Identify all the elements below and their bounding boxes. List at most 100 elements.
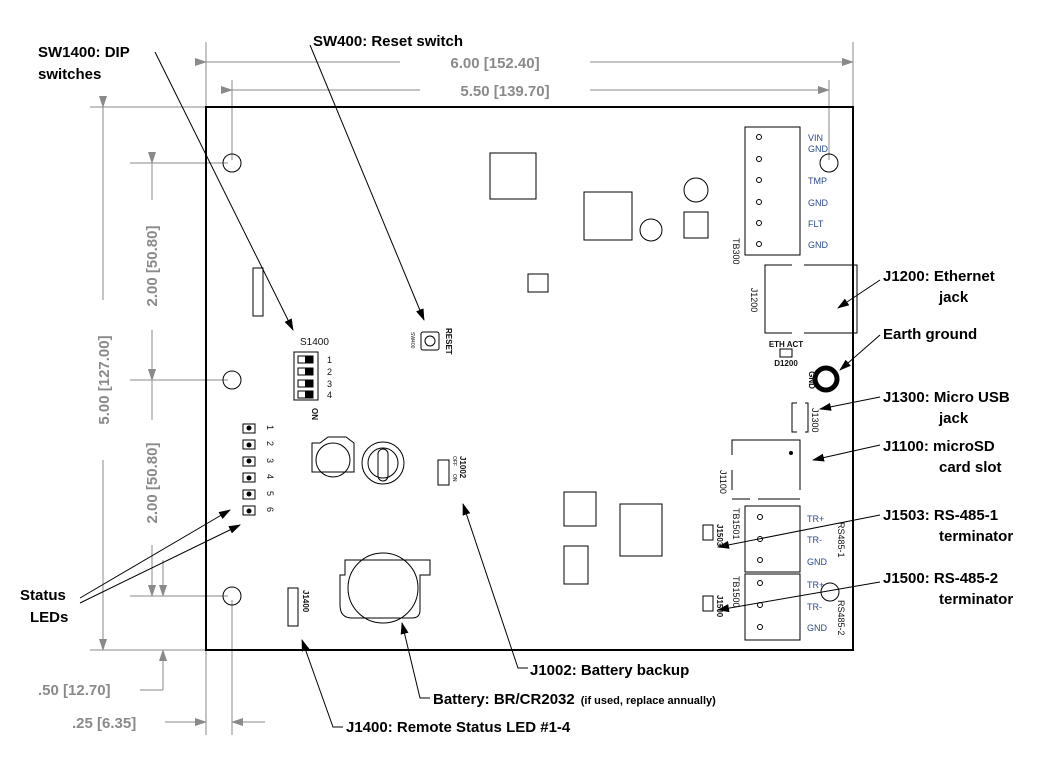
callout-arrows <box>79 44 881 728</box>
pin-tr-minus: TR- <box>807 535 822 545</box>
j1002-on: ON <box>451 474 457 482</box>
tb300-label: TB300 <box>731 238 741 265</box>
dim-hole-lower: 2.00 [50.80] <box>144 443 161 524</box>
callout-j1300: J1300: Micro USB <box>883 389 1010 406</box>
j1002-label: J1002 <box>458 456 467 479</box>
dip-1: 1 <box>327 355 332 365</box>
led-1: 1 <box>265 425 275 430</box>
battery-cell <box>347 552 419 624</box>
callout-sw1400: SW1400: DIP <box>38 44 130 61</box>
callout-j1002: J1002: Battery backup <box>530 662 689 679</box>
j1200-label: J1200 <box>749 288 759 313</box>
j1300-label: J1300 <box>810 408 820 433</box>
dip-toggles <box>297 355 314 399</box>
battery-label: Battery: BR/CR2032 <box>433 691 575 708</box>
eth-act-led <box>779 348 793 358</box>
pin-tr-minus: TR- <box>807 602 822 612</box>
pin-gnd: GND <box>808 198 829 208</box>
dim-width-total: 6.00 [152.40] <box>450 55 539 72</box>
callout-sw400: SW400: Reset switch <box>313 33 463 50</box>
slot-dot <box>789 451 793 455</box>
led-5: 5 <box>265 491 275 496</box>
pin-vin: VIN <box>808 133 823 143</box>
header-4pin <box>252 267 264 317</box>
inductor-core <box>315 442 351 478</box>
dimension-lines <box>90 42 854 735</box>
callout-j1503-line2: terminator <box>939 528 1013 545</box>
j1002-off: OFF <box>451 456 457 466</box>
battery-holder <box>339 559 431 619</box>
tb300-terminal-block <box>744 126 801 256</box>
tb300-pins <box>756 134 762 247</box>
d1200-label: D1200 <box>774 359 798 368</box>
callout-j1500: J1500: RS-485-2 <box>883 570 998 587</box>
pin-gnd: GND <box>808 144 829 154</box>
tb1500-label: TB1500 <box>731 576 741 608</box>
mounting-holes <box>222 153 840 606</box>
dip-on-label: ON <box>310 408 319 420</box>
buzzer <box>361 441 405 485</box>
pin-tmp: TMP <box>808 176 827 186</box>
pin-tr-plus: TR+ <box>807 580 824 590</box>
callout-j1503: J1503: RS-485-1 <box>883 507 998 524</box>
pin-gnd: GND <box>807 557 828 567</box>
callout-earth-ground: Earth ground <box>883 326 977 343</box>
pin-tr-plus: TR+ <box>807 514 824 524</box>
callout-status-leds-line2: LEDs <box>30 609 68 626</box>
sw400-label: SW400 <box>409 332 415 349</box>
led-4: 4 <box>265 474 275 479</box>
ic-components <box>489 152 709 585</box>
callout-j1200-line2: jack <box>938 289 969 306</box>
j1002-jumper <box>437 459 450 486</box>
buzzer-inner <box>367 447 399 479</box>
reset-button-circle <box>424 335 436 347</box>
rs485-2-label: RS485-2 <box>836 600 846 636</box>
j1503-jumper <box>702 524 714 541</box>
microsd-slot <box>731 439 801 500</box>
gnd-label: GND <box>807 371 816 389</box>
micro-usb-jack <box>791 402 809 433</box>
dim-offset-y: .50 [12.70] <box>38 682 111 699</box>
pin-gnd: GND <box>807 623 828 633</box>
callout-battery: Battery: BR/CR2032 (if used, replace annu… <box>433 691 716 708</box>
callout-j1500-line2: terminator <box>939 591 1013 608</box>
j1400-header <box>287 587 299 627</box>
reset-label: RESET <box>444 328 453 355</box>
j1500-jumper <box>702 595 714 612</box>
dip-3: 3 <box>327 379 332 389</box>
led-3: 3 <box>265 458 275 463</box>
tb1501-terminal-block <box>744 505 801 573</box>
callout-j1200: J1200: Ethernet <box>883 268 995 285</box>
rs485-1-label: RS485-1 <box>836 522 846 558</box>
j1400-label: J1400 <box>301 590 310 613</box>
pin-flt: FLT <box>808 219 824 229</box>
callout-status-leds: Status <box>20 587 66 604</box>
callout-j1400: J1400: Remote Status LED #1-4 <box>346 719 571 736</box>
callout-j1300-line2: jack <box>938 410 969 427</box>
ethernet-jack <box>764 264 858 334</box>
pin-gnd: GND <box>808 240 829 250</box>
tb1501-label: TB1501 <box>731 508 741 540</box>
led-2: 2 <box>265 441 275 446</box>
j1100-label: J1100 <box>718 470 728 494</box>
dip-4: 4 <box>327 390 332 400</box>
status-leds <box>242 423 256 516</box>
callout-j1100: J1100: microSD <box>883 438 995 455</box>
tb1500-terminal-block <box>744 573 801 641</box>
dip-switch <box>293 351 319 401</box>
dim-hole-upper: 2.00 [50.80] <box>144 226 161 307</box>
callout-sw1400-line2: switches <box>38 66 101 83</box>
battery-note: (if used, replace annually) <box>581 695 716 707</box>
earth-ground-icon <box>812 365 840 393</box>
pcb-outline <box>205 106 854 651</box>
reset-button <box>420 331 440 351</box>
s1400-label: S1400 <box>300 337 329 348</box>
dim-width-holes: 5.50 [139.70] <box>460 83 549 100</box>
eth-act-label: ETH ACT <box>769 340 803 349</box>
dim-height-total: 5.00 [127.00] <box>96 335 113 424</box>
j1500-label: J1500 <box>715 595 724 618</box>
j1503-label: J1503 <box>715 524 724 547</box>
buzzer-bar <box>377 448 389 482</box>
led-6: 6 <box>265 507 275 512</box>
